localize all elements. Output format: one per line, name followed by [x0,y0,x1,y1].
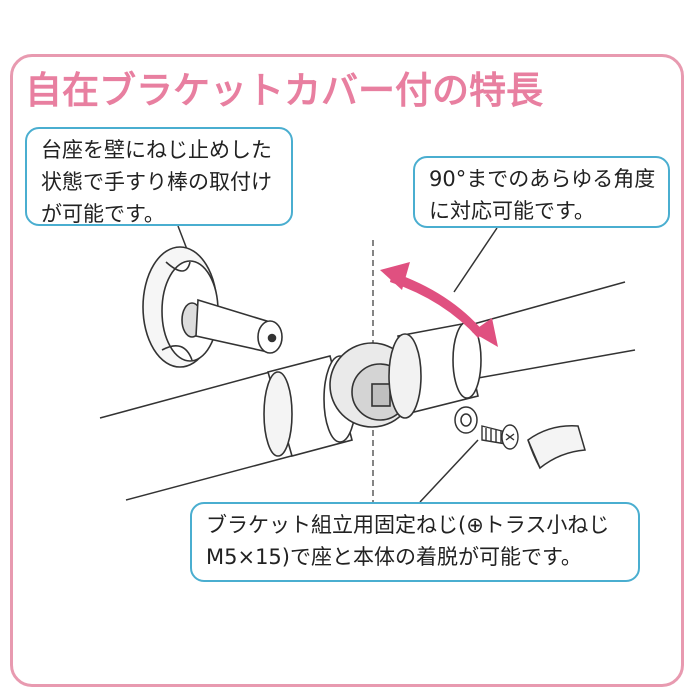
callout-angle: 90°までのあらゆる角度 に対応可能です。 [413,156,670,228]
leader-screw [419,439,479,503]
callout-mount-line-1: 台座を壁にねじ止めした [41,138,272,162]
callout-angle-line-2: に対応可能です。 [429,199,595,223]
callout-angle-line-1: 90°までのあらゆる角度 [429,167,656,191]
wall-base-plate [142,246,283,368]
callout-mount: 台座を壁にねじ止めした 状態で手すり棒の取付け が可能です。 [25,127,293,226]
washer [454,406,478,434]
rotation-arrow [380,262,498,347]
truss-screw [481,424,519,450]
callout-screw: ブラケット組立用固定ねじ(⊕トラス小ねじ M5×15)で座と本体の着脱が可能です… [190,502,640,582]
leader-angle [453,227,498,293]
page-title: 自在ブラケットカバー付の特長 [25,69,543,112]
callout-screw-line-2: M5×15)で座と本体の着脱が可能です。 [206,545,582,569]
cover-cap [527,425,586,470]
callout-mount-line-3: が可能です。 [41,202,165,226]
outer-frame [10,54,684,687]
handrail-pipe [99,281,636,501]
callout-mount-line-2: 状態で手すり棒の取付け [41,170,272,194]
callout-screw-line-1: ブラケット組立用固定ねじ(⊕トラス小ねじ [206,513,610,537]
right-sleeve [388,321,482,419]
